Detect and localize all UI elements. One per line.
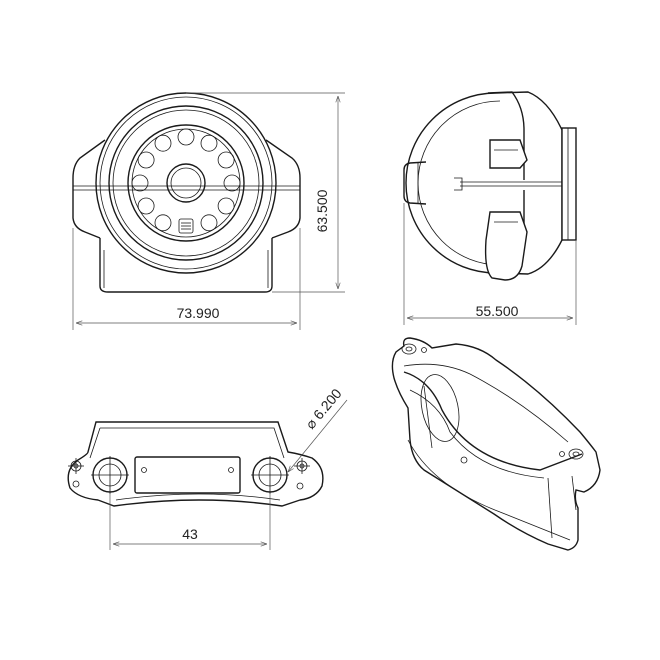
side-view bbox=[403, 91, 577, 281]
dimension-hole-diameter: ⌀ 6.200 bbox=[288, 385, 348, 472]
bottom-view bbox=[67, 421, 324, 507]
screw-hole-left bbox=[68, 458, 84, 488]
dimension-hole-spacing-label: 43 bbox=[182, 526, 198, 542]
dimension-height: 63.500 bbox=[186, 92, 345, 293]
mount-hole-right bbox=[251, 456, 289, 494]
lens bbox=[166, 163, 206, 203]
mount-hole-left bbox=[91, 456, 129, 494]
iso-screw-bottom bbox=[559, 448, 584, 460]
dimension-width: 73.990 bbox=[72, 228, 301, 330]
dimension-height-label: 63.500 bbox=[314, 189, 330, 232]
dimension-hole-diameter-label: ⌀ 6.200 bbox=[302, 385, 345, 432]
front-view bbox=[72, 92, 301, 293]
dimension-depth-label: 55.500 bbox=[476, 303, 519, 319]
dimension-depth: 55.500 bbox=[403, 203, 577, 325]
led-ring bbox=[131, 128, 241, 232]
isometric-view bbox=[391, 337, 601, 551]
dimension-hole-spacing: 43 bbox=[109, 494, 271, 550]
cradle-opening bbox=[420, 374, 460, 442]
dimension-width-label: 73.990 bbox=[177, 305, 220, 321]
iso-screw-top bbox=[401, 343, 427, 355]
light-sensor bbox=[178, 218, 194, 234]
name-plate bbox=[134, 456, 241, 494]
screw-hole-right bbox=[294, 458, 310, 490]
